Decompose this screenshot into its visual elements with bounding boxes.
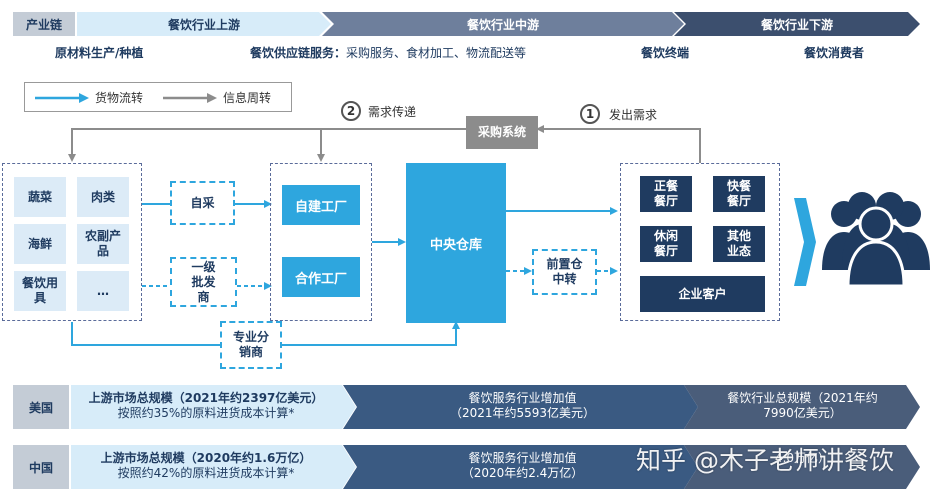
market-us-upstream — [71, 385, 356, 429]
market-cn-total-text: 4.0万亿） — [700, 451, 905, 466]
restaurant-fast-food: 快餐餐厅 — [713, 176, 765, 212]
goods-arrow-icon — [35, 93, 89, 103]
material-meat: 肉类 — [77, 177, 129, 217]
sub-midstream: 餐饮供应链服务：采购服务、食材加工、物流配送等 — [250, 44, 526, 61]
market-cn-service-line2: （2020年约2.4万亿） — [461, 466, 584, 480]
material-agri-products: 农副产品 — [77, 224, 129, 264]
restaurant-casual: 休闲餐厅 — [640, 226, 692, 262]
enterprise-client: 企业客户 — [640, 276, 765, 312]
material-vegetables: 蔬菜 — [14, 177, 66, 217]
sub-midstream-title: 餐饮供应链服务： — [250, 46, 347, 60]
market-cn-service-line1: 餐饮服务行业增加值 — [468, 451, 577, 465]
market-cn-upstream — [71, 445, 356, 489]
market-cn-upstream-line2: 按照约42%的原料进货成本计算* — [117, 466, 295, 480]
market-us-service — [343, 385, 698, 429]
sub-midstream-detail: 采购服务、食材加工、物流配送等 — [346, 46, 527, 60]
to-consumer-arrow — [794, 198, 816, 286]
front-warehouse: 前置仓中转 — [532, 249, 597, 295]
market-cn-label: 中国 — [13, 445, 69, 489]
step-1-badge: 1 — [580, 104, 600, 124]
partner-factory: 合作工厂 — [282, 257, 360, 297]
stage-upstream: 餐饮行业上游 — [77, 12, 331, 36]
market-us-total — [684, 385, 920, 429]
market-cn-service — [343, 445, 698, 489]
specialist-distributor: 专业分销商 — [220, 321, 282, 369]
market-cn-total-line2: 4.0万亿） — [774, 451, 831, 465]
people-group-icon — [822, 192, 930, 288]
market-cn-upstream-line1: 上游市场总规模（2020年约1.6万亿） — [100, 451, 312, 465]
market-us-label: 美国 — [13, 385, 69, 429]
primary-wholesaler: 一级批发商 — [170, 257, 237, 307]
market-us-service-line2: （2021年约5593亿美元） — [449, 406, 596, 420]
procurement-system: 采购系统 — [466, 116, 538, 149]
step-2-badge: 2 — [341, 101, 361, 121]
chain-label: 产业链 — [13, 12, 75, 36]
step-2-label: 需求传递 — [368, 105, 417, 119]
material-utensils: 餐饮用具 — [14, 271, 66, 311]
self-purchase: 自采 — [170, 181, 235, 225]
sub-upstream: 原材料生产/种植 — [55, 46, 144, 60]
market-us-total-line1: 餐饮行业总规模（2021年约 — [727, 391, 878, 405]
restaurant-other: 其他业态 — [713, 226, 765, 262]
market-us-upstream-line2: 按照约35%的原料进货成本计算* — [117, 406, 295, 420]
legend-info: 信息周转 — [223, 91, 272, 105]
watermark: 知乎 @木子老师讲餐饮 — [636, 446, 894, 475]
terminal-group — [620, 163, 780, 321]
material-seafood: 海鲜 — [14, 224, 66, 264]
market-cn-upstream-text: 上游市场总规模（2020年约1.6万亿） 按照约42%的原料进货成本计算* — [71, 451, 341, 481]
factory-group — [270, 163, 372, 321]
market-us-upstream-text: 上游市场总规模（2021年约2397亿美元） 按照约35%的原料进货成本计算* — [71, 391, 341, 421]
central-warehouse: 中央仓库 — [406, 163, 506, 323]
market-us-total-line2: 7990亿美元） — [763, 406, 842, 420]
step-1-label: 发出需求 — [609, 108, 658, 122]
stage-midstream: 餐饮行业中游 — [322, 12, 684, 36]
legend-goods: 货物流转 — [95, 91, 144, 105]
material-more: … — [77, 271, 129, 311]
market-cn-total — [684, 445, 920, 489]
market-cn-service-text: 餐饮服务行业增加值 （2020年约2.4万亿） — [360, 451, 685, 481]
sub-consumer: 餐饮消费者 — [804, 46, 865, 60]
market-us-total-text: 餐饮行业总规模（2021年约 7990亿美元） — [700, 391, 905, 421]
materials-group — [2, 163, 142, 321]
restaurant-formal: 正餐餐厅 — [640, 176, 692, 212]
market-us-upstream-line1: 上游市场总规模（2021年约2397亿美元） — [88, 391, 324, 405]
legend: 货物流转 信息周转 — [24, 82, 292, 112]
sub-terminal: 餐饮终端 — [641, 46, 690, 60]
own-factory: 自建工厂 — [282, 185, 360, 225]
stage-downstream: 餐饮行业下游 — [674, 12, 920, 36]
info-arrow-icon — [163, 93, 217, 103]
market-us-service-text: 餐饮服务行业增加值 （2021年约5593亿美元） — [360, 391, 685, 421]
market-us-service-line1: 餐饮服务行业增加值 — [468, 391, 577, 405]
